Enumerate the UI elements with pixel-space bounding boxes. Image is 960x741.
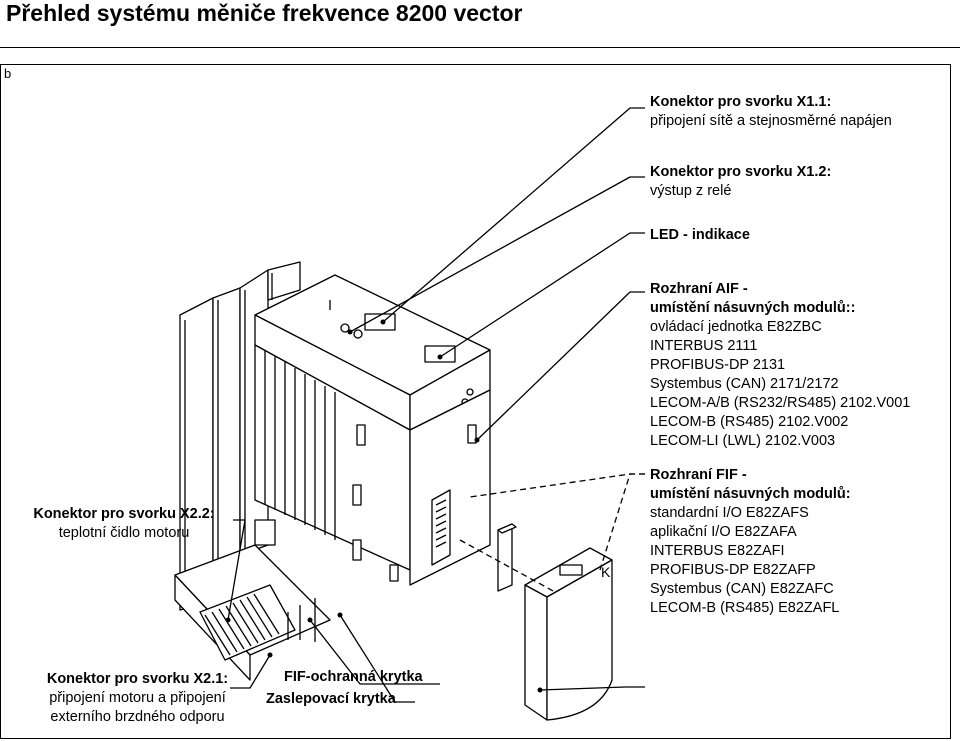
callout-led-heading: LED - indikace <box>650 227 750 243</box>
callout-aif-line: ovládací jednotka E82ZBC <box>650 319 822 335</box>
callout-aif-line: LECOM-A/B (RS232/RS485) 2102.V001 <box>650 395 911 411</box>
callout-fif-heading2: umístění násuvných modulů: <box>650 486 851 502</box>
callout-x11-heading: Konektor pro svorku X1.1: <box>650 94 832 110</box>
callout-fif-line: LECOM-B (RS485) E82ZAFL <box>650 600 840 616</box>
callout-x12-line: výstup z relé <box>650 183 732 199</box>
callout-fif-cover-heading: FIF-ochranná krytka <box>284 669 423 685</box>
callout-aif-line: LECOM-B (RS485) 2102.V002 <box>650 414 849 430</box>
callout-aif-line: PROFIBUS-DP 2131 <box>650 357 786 373</box>
callout-x22-heading: Konektor pro svorku X2.2: <box>33 506 215 522</box>
callout-led: LED - indikace <box>650 226 750 245</box>
callout-blank-cover: Zaslepovací krytka <box>266 690 396 709</box>
callout-aif-line: Systembus (CAN) 2171/2172 <box>650 376 839 392</box>
diagram-frame <box>0 64 951 739</box>
inverter-body <box>254 344 491 586</box>
callout-fif-line: INTERBUS E82ZAFI <box>650 543 785 559</box>
callout-aif-line: INTERBUS 2111 <box>650 338 758 354</box>
leader-lines <box>227 107 645 703</box>
callout-fif-line: aplikační I/O E82ZAFA <box>650 524 797 540</box>
callout-x21-line: externího brzdného odporu <box>50 709 225 725</box>
page-title: Přehled systému měniče frekvence 8200 ve… <box>6 0 523 26</box>
callout-fif-heading: Rozhraní FIF - <box>650 467 747 483</box>
callout-x12: Konektor pro svorku X1.2: výstup z relé <box>650 163 831 201</box>
callout-x21: Konektor pro svorku X2.1: připojení moto… <box>25 670 250 727</box>
callout-fif-line: standardní I/O E82ZAFS <box>650 505 809 521</box>
callout-x11: Konektor pro svorku X1.1: připojení sítě… <box>650 93 892 131</box>
callout-aif-line: LECOM-LI (LWL) 2102.V003 <box>650 433 836 449</box>
callout-x22: Konektor pro svorku X2.2: teplotní čidlo… <box>18 505 230 543</box>
corner-label: b <box>4 66 12 81</box>
lower-terminal-area <box>174 519 331 681</box>
leader-dots <box>225 319 543 693</box>
blank-cover <box>497 523 517 592</box>
module-letter: K <box>601 564 611 580</box>
callout-x21-line: připojení motoru a připojení <box>49 690 226 706</box>
callout-x22-line: teplotní čidlo motoru <box>58 525 190 541</box>
callout-fif-line: Systembus (CAN) E82ZAFC <box>650 581 834 597</box>
callout-aif: Rozhraní AIF - umístění násuvných modulů… <box>650 280 910 451</box>
callout-fif: Rozhraní FIF - umístění násuvných modulů… <box>650 466 851 618</box>
fif-dashed-leaders <box>459 473 645 593</box>
title-divider <box>0 47 960 48</box>
callout-fif-cover: FIF-ochranná krytka <box>284 668 423 687</box>
fif-module <box>524 547 613 721</box>
top-housing <box>254 274 491 431</box>
fif-terminal-strip <box>431 489 451 566</box>
callout-x11-line: připojení sítě a stejnosměrné napájen <box>650 113 892 129</box>
callout-blank-cover-heading: Zaslepovací krytka <box>266 691 396 707</box>
callout-fif-line: PROFIBUS-DP E82ZAFP <box>650 562 816 578</box>
callout-aif-heading2: umístění násuvných modulů:: <box>650 300 856 316</box>
callout-x12-heading: Konektor pro svorku X1.2: <box>650 164 832 180</box>
callout-aif-heading: Rozhraní AIF - <box>650 281 748 297</box>
callout-x21-heading: Konektor pro svorku X2.1: <box>46 671 229 687</box>
